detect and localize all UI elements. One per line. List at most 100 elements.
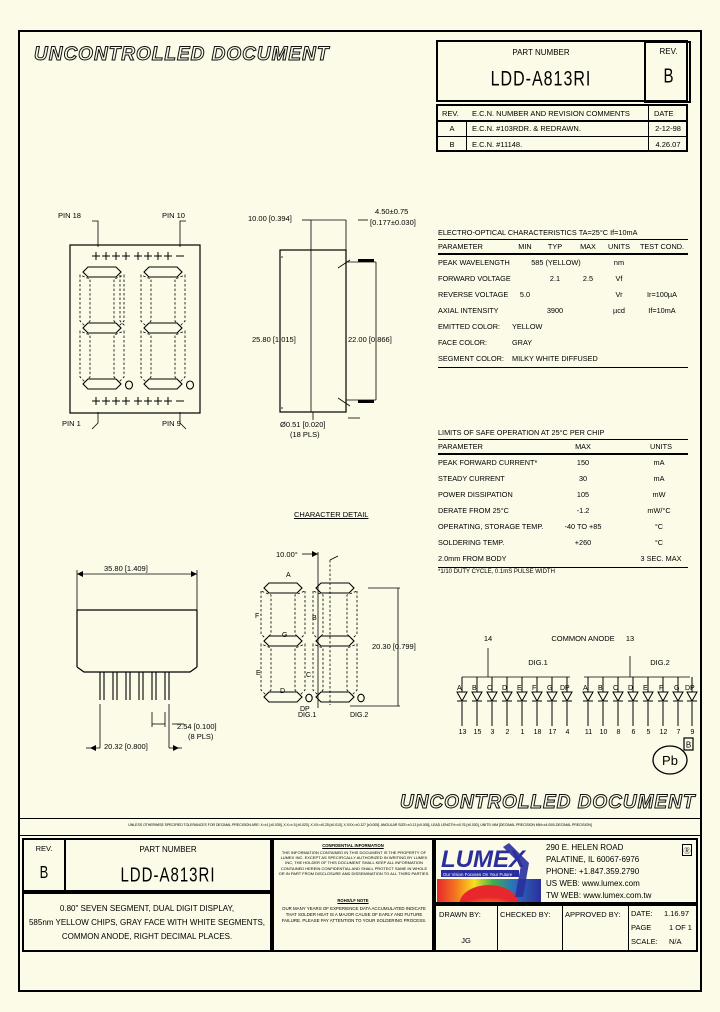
so-row-parameter: SOLDERING TEMP. [438,538,505,547]
eo-note-value: MILKY WHITE DIFFUSED [512,354,598,363]
confidential-notes-box: CONFIDENTIAL INFORMATION THE INFORMATION… [272,838,434,952]
character-angle: 10.00° [276,550,298,559]
common-anode-label: COMMON ANODE [551,634,615,643]
so-header-rule [438,453,688,455]
rohs-note-title: ROHS/LF NOTE [337,898,369,903]
seg-label-b: B [472,685,477,692]
ecn-row-rule [438,136,688,137]
so-footnote: *1/10 DUTY CYCLE, 0.1mS PULSE WIDTH [438,569,555,575]
so-row-max: +260 [574,538,592,547]
bottom-view-drawing: 35.80 [1.409] 2.54 [0.100] (8 PLS) 20.32… [42,552,242,762]
eo-note-value: YELLOW [512,322,543,331]
signoff-box: DRAWN BY: JG CHECKED BY: APPROVED BY: DA… [434,904,698,952]
common-pin-left: 14 [483,634,493,643]
signoff-div-1 [497,906,498,952]
eo-note-label: EMITTED COLOR: [438,322,501,331]
dim-height: 25.80 [1.015] [252,335,296,344]
titleblock-rev-divider [64,840,66,892]
eo-row-typ: 3900 [546,306,564,315]
char-seg-b: B [312,615,317,622]
ecn-vrule-2 [648,105,649,152]
ecn-col-comment: E.C.N. NUMBER AND REVISION COMMENTS [472,109,630,118]
description-line-3: COMMON ANODE, RIGHT DECIMAL PLACES. [61,932,233,941]
schematic-svg [456,648,698,726]
dim-package-width: 35.80 [1.409] [104,564,148,573]
eo-row-units: Vf [615,274,623,283]
eo-col-units: UNITS [608,242,630,251]
dim-pin-pitch: 2.54 [0.100] [177,722,217,731]
so-row-parameter: DERATE FROM 25°C [438,506,509,515]
pin18-label: PIN 18 [58,211,81,220]
so-row-max: -1.2 [576,506,590,515]
eo-title-rule [438,239,688,240]
digit1-label: DIG.1 [528,658,548,667]
so-col-parameter: PARAMETER [438,442,483,451]
ecn-vrule-1 [466,120,467,152]
so-row-max: -40 TO +85 [564,522,602,531]
front-view-drawing: PIN 18 PIN 10 PIN 1 PIN 9 [40,207,230,442]
eo-row-parameter: AXIAL INTENSITY [438,306,499,315]
eo-row-parameter: FORWARD VOLTAGE [438,274,511,283]
seg-label-c: C [613,685,619,692]
drawing-sheet: UNCONTROLLED DOCUMENT REV. B PART NUMBER… [18,30,702,992]
pin-number: 2 [505,729,510,736]
eo-row-units: Vr [615,290,623,299]
seg-label-g: G [547,685,553,692]
char-digit1-label: DIG.1 [298,712,317,719]
rohs-note-body: OUR MANY YEARS OF EXPERIENCE DATA ACCUMU… [281,906,427,923]
so-row-parameter: 2.0mm FROM BODY [438,554,507,563]
seg-label-d: D [502,685,508,692]
eo-col-parameter: PARAMETER [438,242,483,251]
so-row-parameter: POWER DISSIPATION [438,490,513,499]
signoff-div-3 [628,906,629,952]
pin-number: 8 [616,729,621,736]
seg-label-a: A [583,685,588,692]
rev-value: B [663,65,674,88]
dim-pin-dia: Ø0.51 [0.020] [280,420,326,429]
seg-label-a: A [457,685,462,692]
checked-by-label: CHECKED BY: [500,910,551,919]
eo-col-max: MAX [580,242,596,251]
seg-label-b: B [598,685,603,692]
eo-note-label: FACE COLOR: [438,338,488,347]
eo-row-min: 5.0 [519,290,531,299]
so-bottom-rule [438,567,688,568]
company-info-box: LUMEX Our Vision Focuses On Your Future … [434,838,698,904]
eo-note-label: SEGMENT COLOR: [438,354,504,363]
pin-number: 1 [520,729,525,736]
so-row-units: °C [654,538,664,547]
character-detail-drawing: CHARACTER DETAIL 10.00° 20.30 [0.799] DI… [250,510,450,725]
char-seg-e: E [256,670,261,677]
schematic-diagram: COMMON ANODE 14 13 DIG.1 DIG.2 [440,634,700,764]
seg-label-e: E [517,685,522,692]
titleblock-rev-value: B [39,862,49,883]
common-pin-right: 13 [625,634,635,643]
company-address-2: PALATINE, IL 60067-6976 [546,855,640,864]
so-row-parameter: OPERATING, STORAGE TEMP. [438,522,544,531]
eo-row-cond: If=10mA [648,306,676,315]
pb-text: Pb [662,753,678,768]
so-row-max: 30 [578,474,588,483]
pin-number: 15 [473,729,482,736]
part-number-label: PART NUMBER [512,48,570,57]
pin-number: 7 [676,729,681,736]
drawn-by-label: DRAWN BY: [439,910,481,919]
tolerance-note-strip: UNLESS OTHERWISE SPECIFIED TOLERANCES FO… [20,818,700,836]
seg-label-d: D [628,685,634,692]
eo-col-typ: TYP [547,242,563,251]
watermark-top: UNCONTROLLED DOCUMENT [33,44,330,66]
seg-label-f: F [532,685,537,692]
rev-box: REV. B [644,41,691,103]
so-row-max: 150 [576,458,590,467]
company-us-web: US WEB: www.lumex.com [546,879,640,888]
pin-number: 18 [533,729,542,736]
ecn-row-rev: A [449,124,455,133]
so-row-units: mW/°C [647,506,671,515]
char-seg-c: C [306,672,312,679]
pin10-label: PIN 10 [162,211,185,220]
company-tw-web: TW WEB: www.lumex.com.tw [546,891,652,900]
eo-title: ELECTRO-OPTICAL CHARACTERISTICS TA=25°C … [438,228,638,237]
titleblock-partnumber-label: PART NUMBER [139,845,197,854]
char-digit2-label: DIG.2 [350,712,369,719]
ecn-header-rule [438,120,688,122]
